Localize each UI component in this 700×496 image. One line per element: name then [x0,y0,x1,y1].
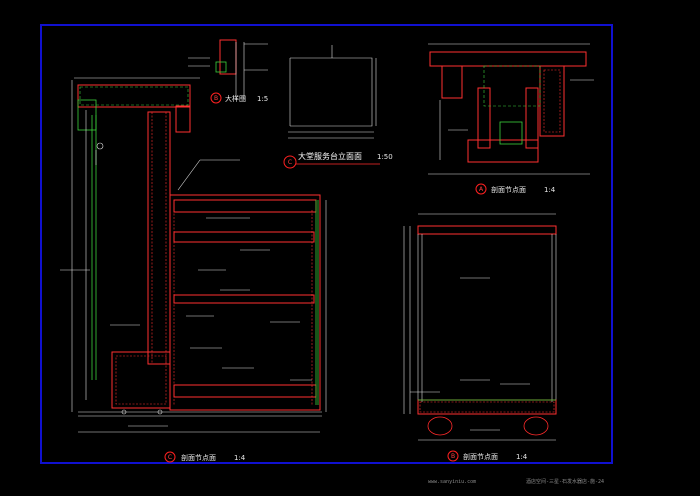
node-b-drawing [403,213,557,441]
footer-website: www.sanyiniu.com [428,479,476,485]
drawing-scale: 1:4 [544,186,556,194]
elevation-drawing [288,45,380,165]
caption-node-a: A 剖面节点面 1:4 [475,183,556,195]
drawing-title: 剖面节点面 [181,453,216,462]
bubble-letter: B [214,95,218,102]
drawing-scale: 1:5 [257,95,268,103]
drawing-title: 剖面节点面 [463,452,498,461]
sheet-border [40,24,613,464]
main-section-drawing [60,77,327,433]
drawing-scale: 1:4 [234,454,246,462]
caption-main-section: C 剖面节点面 1:4 [164,451,246,463]
detail-b-drawing [188,39,268,100]
drawing-scale: 1:4 [516,453,528,461]
bubble-letter: B [451,453,455,460]
caption-node-b: B 剖面节点面 1:4 [447,450,528,462]
footer-sheet-name: 酒店空间-三星-石发水器店-施-24 [526,478,604,485]
bubble-letter: A [479,186,484,193]
caption-elevation: C 大堂服务台立面面 1:50 [283,151,393,169]
node-a-drawing [428,43,594,175]
bubble-letter: C [168,454,172,461]
drawing-title: 大堂服务台立面面 [298,151,362,161]
bubble-letter: C [288,159,292,166]
caption-big-style: B 大样图 1:5 [210,92,268,104]
drawing-scale: 1:50 [377,153,393,161]
drawing-title: 大样图 [225,94,246,103]
drawing-title: 剖面节点面 [491,185,526,194]
